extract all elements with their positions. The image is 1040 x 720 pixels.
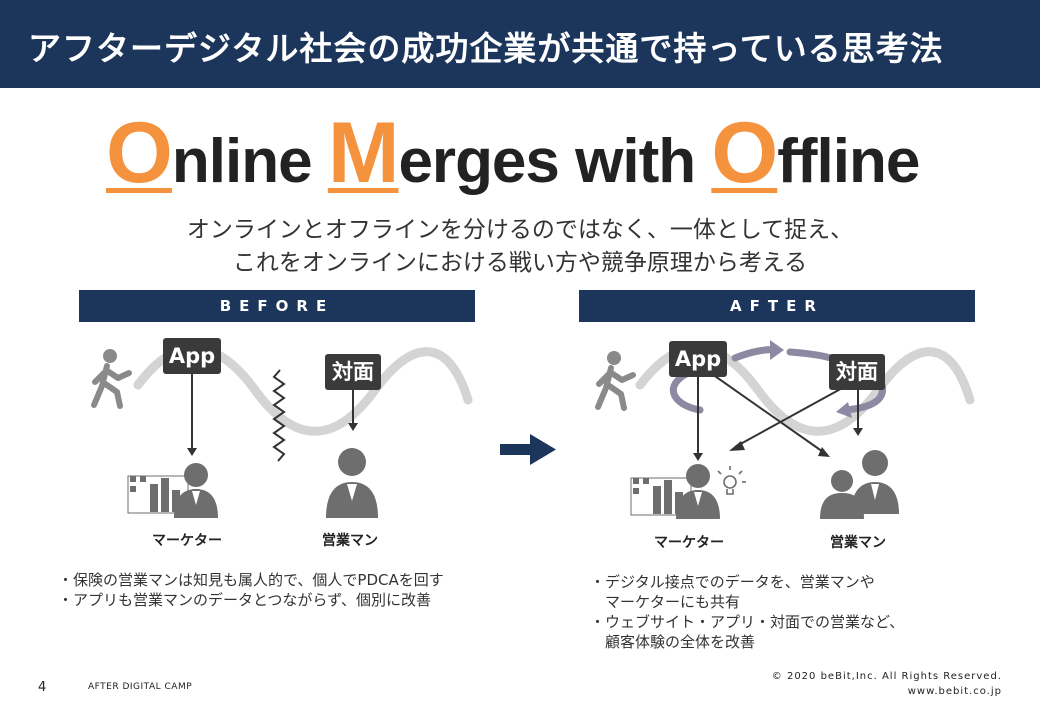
before-sales-label: 営業マン <box>322 533 378 549</box>
subtitle-line-1: オンラインとオフラインを分けるのではなく、一体として捉え、 <box>186 217 854 243</box>
before-app-box: App <box>163 338 221 374</box>
footer-camp-label: AFTER DIGITAL CAMP <box>88 682 193 692</box>
face-to-sales-arrow <box>853 388 863 436</box>
headline-word-online: nline <box>171 127 328 196</box>
app-to-marketer-arrow <box>693 374 703 461</box>
app-to-sales-arrow <box>711 373 830 457</box>
headline-word-offline: ffline <box>777 127 920 196</box>
footer-url: www.bebit.co.jp <box>907 686 1002 697</box>
lightbulb-icon <box>717 466 746 495</box>
arrow-right-icon <box>500 434 556 465</box>
headline: Online Merges with Offline <box>106 104 920 203</box>
after-face-box: 対面 <box>829 354 885 390</box>
person-icon <box>676 464 720 519</box>
app-to-marketer-arrow <box>187 372 197 456</box>
after-bullets: ・デジタル接点でのデータを、営業マンや マーケターにも共有 ・ウェブサイト・アプ… <box>590 572 904 652</box>
face-to-sales-arrow <box>348 388 358 431</box>
list-item: ・ウェブサイト・アプリ・対面での営業など、 <box>590 613 905 631</box>
after-app-box: App <box>669 341 727 377</box>
page-number: 4 <box>38 680 47 695</box>
subtitle-line-2: これをオンラインにおける戦い方や競争原理から考える <box>232 250 808 276</box>
after-marketer-label: マーケター <box>654 535 724 551</box>
group-icon <box>820 450 899 519</box>
page-title: アフターデジタル社会の成功企業が共通で持っている思考法 <box>28 29 944 68</box>
list-item: ・保険の営業マンは知見も属人的で、個人でPDCAを回す <box>58 571 444 589</box>
walking-person-icon <box>595 351 636 411</box>
face-to-marketer-arrow <box>729 385 847 451</box>
before-heading: BEFORE <box>79 290 475 322</box>
footer-copyright: © 2020 beBit,Inc. All Rights Reserved. w… <box>772 669 1002 699</box>
zigzag-divider-icon <box>272 369 286 462</box>
list-item: ・アプリも営業マンのデータとつながらず、個別に改善 <box>58 591 432 609</box>
after-sales-label: 営業マン <box>830 535 886 551</box>
before-marketer-label: マーケター <box>152 533 222 549</box>
before-bullets: ・保険の営業マンは知見も属人的で、個人でPDCAを回す ・アプリも営業マンのデー… <box>58 570 444 610</box>
person-icon <box>326 448 378 518</box>
headline-letter-o: O <box>106 105 173 201</box>
list-item: 顧客体験の全体を改善 <box>590 633 756 651</box>
headline-word-merges: erges with <box>398 127 712 196</box>
person-icon <box>174 463 218 518</box>
headline-letter-m: M <box>327 105 400 201</box>
walking-person-icon <box>91 349 132 409</box>
after-heading: AFTER <box>579 290 975 322</box>
title-bar: アフターデジタル社会の成功企業が共通で持っている思考法 <box>0 0 1040 88</box>
cycle-arrow-heads <box>770 340 852 418</box>
headline-letter-o2: O <box>711 105 778 201</box>
list-item: ・デジタル接点でのデータを、営業マンや <box>590 573 875 591</box>
copyright-text: © 2020 beBit,Inc. All Rights Reserved. <box>771 671 1002 682</box>
list-item: マーケターにも共有 <box>590 593 741 611</box>
before-face-box: 対面 <box>325 354 381 390</box>
